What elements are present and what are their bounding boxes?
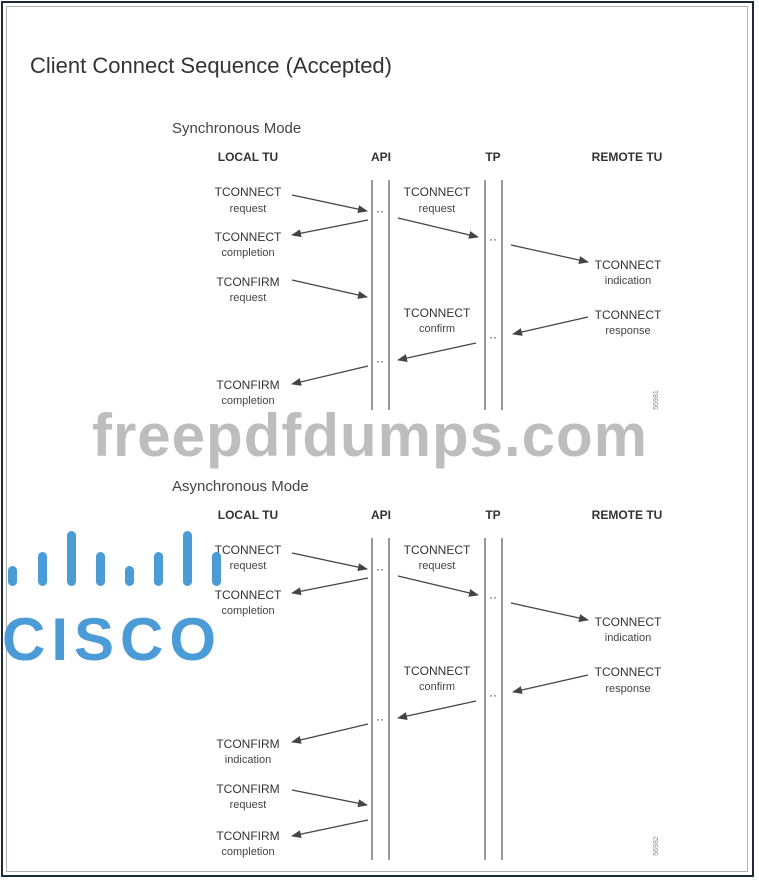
- async-mode-title: Asynchronous Mode: [172, 478, 309, 495]
- label-tconnect-confirm-sub: confirm: [419, 323, 455, 335]
- arrow: [397, 217, 479, 239]
- cisco-wordmark: CISCO: [2, 606, 222, 673]
- logo-bar: [212, 552, 221, 586]
- label-api-tconnect-request-sub: request: [419, 203, 456, 215]
- label-tconnect-request: TCONNECT: [215, 185, 282, 199]
- header-api: API: [371, 508, 391, 522]
- label-tconnect-response: TCONNECT: [595, 665, 662, 679]
- cisco-logo: CISCO: [2, 531, 222, 673]
- header-local-tu: LOCAL TU: [218, 508, 278, 522]
- arrow: [291, 819, 369, 839]
- async-section: Asynchronous Mode LOCAL TU API TP REMOTE…: [172, 478, 662, 860]
- header-remote-tu: REMOTE TU: [592, 508, 663, 522]
- arrow: [397, 575, 479, 597]
- dots: ··: [489, 590, 497, 604]
- dots: ··: [376, 354, 384, 368]
- logo-bar: [96, 552, 105, 586]
- arrow: [291, 723, 369, 744]
- api-lifeline: [371, 538, 390, 860]
- label-api-tconnect-request: TCONNECT: [404, 543, 471, 557]
- logo-bar: [183, 531, 192, 586]
- header-remote-tu: REMOTE TU: [592, 150, 663, 164]
- label-tconnect-confirm-sub: confirm: [419, 681, 455, 693]
- label-api-tconnect-request: TCONNECT: [404, 185, 471, 199]
- label-tconfirm-request: TCONFIRM: [216, 782, 279, 796]
- dots: ··: [489, 688, 497, 702]
- label-tconnect-indication: TCONNECT: [595, 615, 662, 629]
- label-tconnect-completion-sub: completion: [221, 605, 274, 617]
- label-tconnect-completion-sub: completion: [221, 247, 274, 259]
- arrow: [397, 700, 477, 720]
- label-tconfirm-completion-sub: completion: [221, 846, 274, 858]
- label-tconnect-completion: TCONNECT: [215, 588, 282, 602]
- label-tconnect-indication: TCONNECT: [595, 258, 662, 272]
- logo-bar: [67, 531, 76, 586]
- arrow: [291, 365, 369, 386]
- label-tconnect-response-sub: response: [605, 325, 650, 337]
- header-tp: TP: [485, 150, 500, 164]
- label-tconfirm-completion-sub: completion: [221, 395, 274, 407]
- label-tconnect-confirm: TCONNECT: [404, 306, 471, 320]
- label-tconnect-indication-sub: indication: [605, 275, 651, 287]
- arrow: [510, 244, 589, 264]
- label-tconnect-request: TCONNECT: [215, 543, 282, 557]
- dots: ··: [376, 562, 384, 576]
- label-tconnect-request-sub: request: [230, 203, 267, 215]
- header-tp: TP: [485, 508, 500, 522]
- arrow: [291, 789, 368, 808]
- figure-id: 56982: [653, 836, 660, 856]
- label-tconnect-confirm: TCONNECT: [404, 664, 471, 678]
- label-tconnect-completion: TCONNECT: [215, 230, 282, 244]
- watermark: freepdfdumps.com: [92, 402, 648, 469]
- label-tconfirm-request: TCONFIRM: [216, 275, 279, 289]
- label-tconfirm-request-sub: request: [230, 799, 267, 811]
- figure-id: 56981: [653, 390, 660, 410]
- api-lifeline: [371, 180, 390, 410]
- label-tconfirm-completion: TCONFIRM: [216, 378, 279, 392]
- tp-lifeline: [484, 180, 503, 410]
- logo-bar: [38, 552, 47, 586]
- arrow: [512, 316, 589, 336]
- logo-bar: [8, 566, 17, 586]
- label-tconfirm-indication: TCONFIRM: [216, 737, 279, 751]
- label-api-tconnect-request-sub: request: [419, 560, 456, 572]
- label-tconfirm-completion: TCONFIRM: [216, 829, 279, 843]
- arrow: [397, 342, 477, 362]
- label-tconnect-response: TCONNECT: [595, 308, 662, 322]
- label-tconnect-indication-sub: indication: [605, 632, 651, 644]
- tp-lifeline: [484, 538, 503, 860]
- sync-mode-title: Synchronous Mode: [172, 120, 301, 137]
- label-tconfirm-indication-sub: indication: [225, 754, 271, 766]
- arrow: [510, 602, 589, 622]
- diagram-inner-border: [6, 6, 748, 872]
- arrow: [291, 219, 369, 238]
- dots: ··: [376, 204, 384, 218]
- header-api: API: [371, 150, 391, 164]
- label-tconnect-response-sub: response: [605, 683, 650, 695]
- arrow: [291, 279, 368, 299]
- arrow: [291, 577, 369, 596]
- label-tconnect-request-sub: request: [230, 560, 267, 572]
- arrow: [291, 194, 368, 214]
- dots: ··: [376, 712, 384, 726]
- dots: ··: [489, 232, 497, 246]
- logo-bar: [154, 552, 163, 586]
- arrow: [512, 674, 589, 694]
- dots: ··: [489, 330, 497, 344]
- sync-section: Synchronous Mode LOCAL TU API TP REMOTE …: [172, 120, 662, 410]
- logo-bar: [125, 566, 134, 586]
- header-local-tu: LOCAL TU: [218, 150, 278, 164]
- label-tconfirm-request-sub: request: [230, 292, 267, 304]
- diagram-title: Client Connect Sequence (Accepted): [30, 53, 392, 78]
- arrow: [291, 552, 368, 572]
